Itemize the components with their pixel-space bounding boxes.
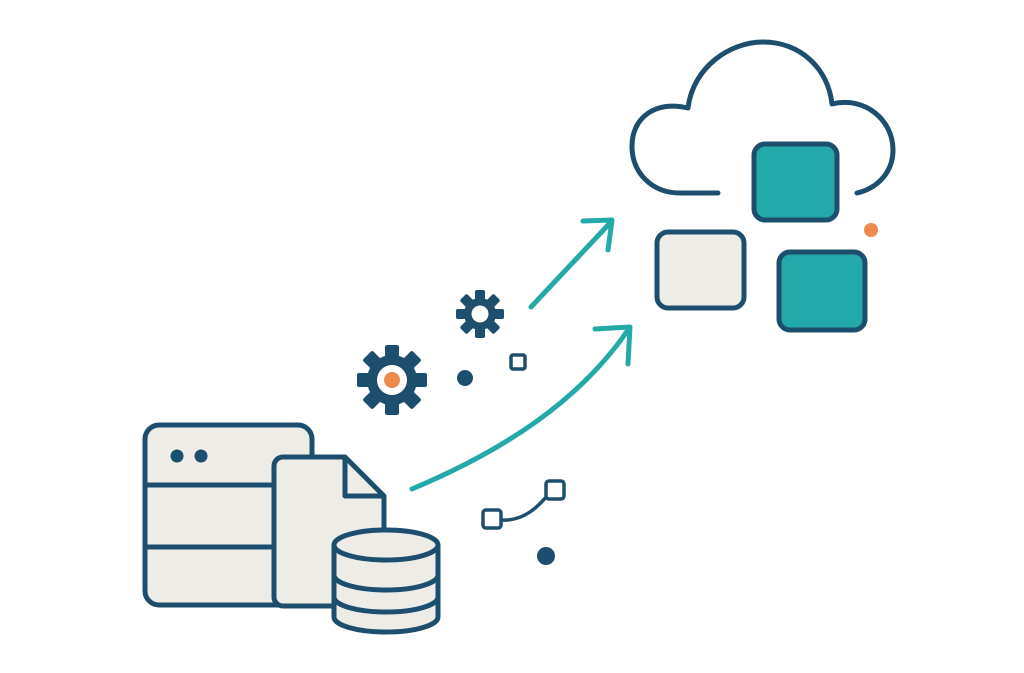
cloud-icon: [629, 39, 896, 196]
cloud-block-teal-bottom: [776, 249, 868, 333]
arrow-icon-lower: [409, 324, 633, 492]
dot-navy-middle: [457, 370, 473, 386]
database-icon: [331, 527, 441, 635]
gear-icon-large: [357, 345, 427, 415]
cloud-block-teal-top: [751, 141, 840, 223]
node-path-icon: [481, 479, 566, 530]
orange-dot-cloud: [864, 223, 878, 237]
small-square-node: [509, 353, 527, 371]
cloud-block-light: [654, 229, 747, 311]
arrow-icon-upper: [528, 217, 615, 310]
gear-icon-small: [456, 290, 504, 338]
dot-navy-bottom: [537, 547, 555, 565]
